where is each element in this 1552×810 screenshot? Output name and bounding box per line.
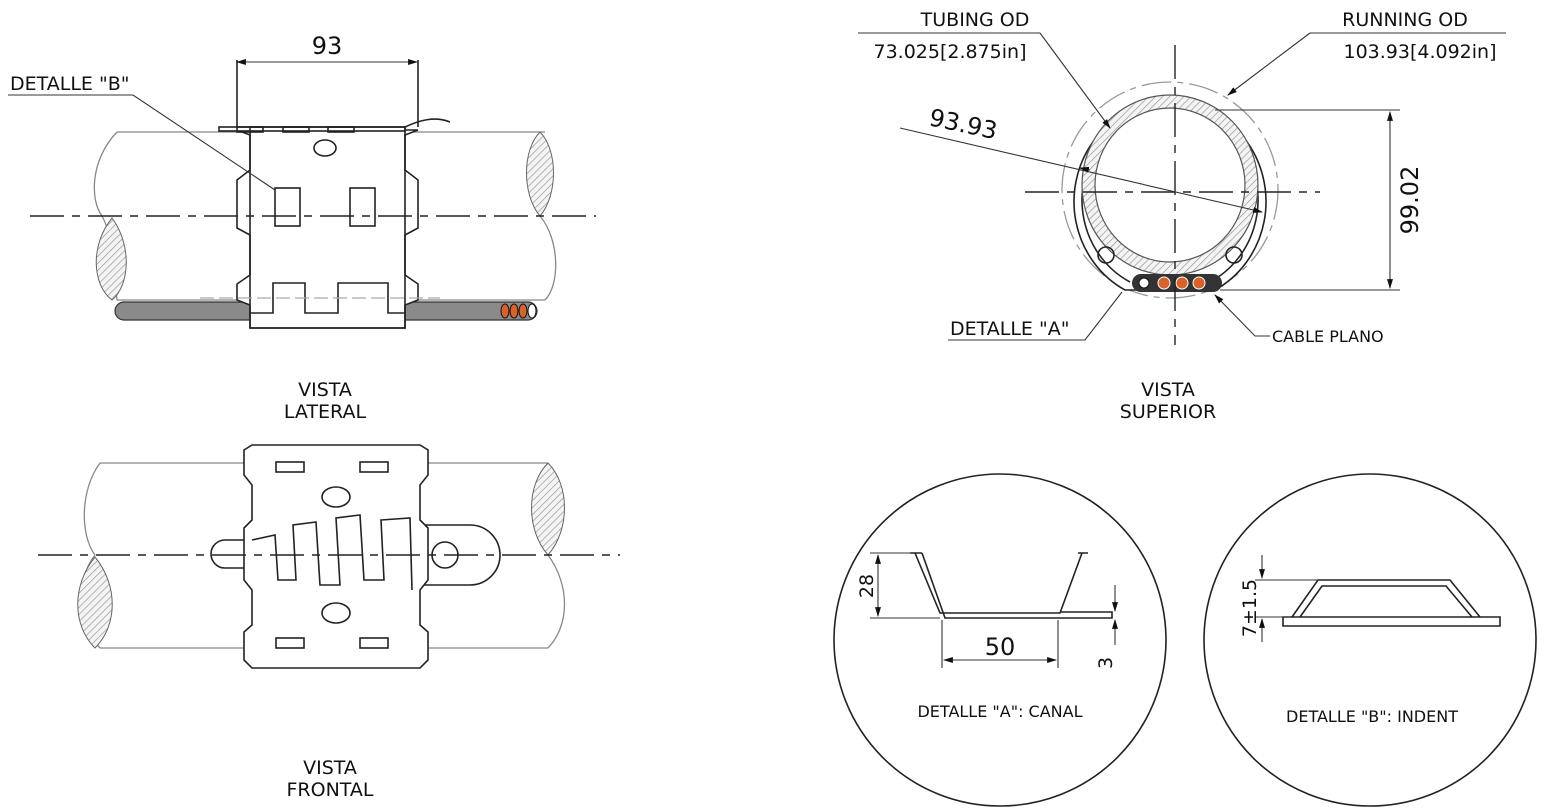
top-view: TUBING OD 73.025[2.875in] RUNNING OD 103…	[858, 9, 1506, 423]
indent-profile	[1282, 579, 1501, 627]
running-od-circle	[1061, 81, 1279, 299]
canal-profile	[910, 552, 1113, 619]
thickness-dimension: 3	[1095, 657, 1117, 669]
tubing-od-value: 73.025[2.875in]	[873, 41, 1026, 63]
pipe-section-left	[95, 217, 127, 301]
top-slots	[236, 126, 355, 133]
view-title-line2: LATERAL	[284, 401, 367, 423]
view-title-line1: VISTA	[298, 379, 352, 401]
diameter-dimension: 93.93	[927, 103, 1000, 145]
width-dimension: 93	[312, 32, 343, 60]
pipe-section-right	[526, 131, 554, 217]
flat-cable-section	[1132, 274, 1222, 292]
running-od-value: 103.93[4.092in]	[1343, 41, 1496, 63]
detail-a-caption: DETALLE "A": CANAL	[917, 702, 1082, 721]
cable-conductors	[500, 303, 537, 319]
height-dimension: 99.02	[1396, 166, 1424, 235]
frontal-view: VISTA FRONTAL	[38, 444, 620, 801]
clamp-hole	[313, 139, 337, 157]
pipe-section-right	[531, 462, 565, 556]
height-dimension: 28	[856, 574, 878, 598]
view-title-line2: FRONTAL	[286, 779, 373, 801]
pipe-section-left	[77, 556, 113, 649]
detail-a-callout: DETALLE "A"	[950, 318, 1069, 340]
view-title-line1: VISTA	[1141, 379, 1195, 401]
tubing-od-label: TUBING OD	[920, 9, 1030, 31]
height-dimension: 7±1.5	[1239, 579, 1261, 637]
detail-b-callout: DETALLE "B"	[10, 73, 130, 95]
view-title-line2: SUPERIOR	[1120, 401, 1216, 423]
detail-a: 28 50 3 DETALLE "A": CANAL	[833, 473, 1167, 807]
width-dimension: 50	[985, 633, 1016, 661]
indent	[274, 187, 301, 227]
view-title-line1: VISTA	[303, 757, 357, 779]
cable-plano-label: CABLE PLANO	[1272, 327, 1384, 346]
lateral-view: 93 DETALLE "B" VISTA LATERAL	[8, 32, 596, 423]
detail-b-caption: DETALLE "B": INDENT	[1286, 707, 1458, 726]
detail-b: 7±1.5 DETALLE "B": INDENT	[1203, 473, 1537, 807]
indent	[349, 187, 376, 227]
running-od-label: RUNNING OD	[1342, 9, 1468, 31]
